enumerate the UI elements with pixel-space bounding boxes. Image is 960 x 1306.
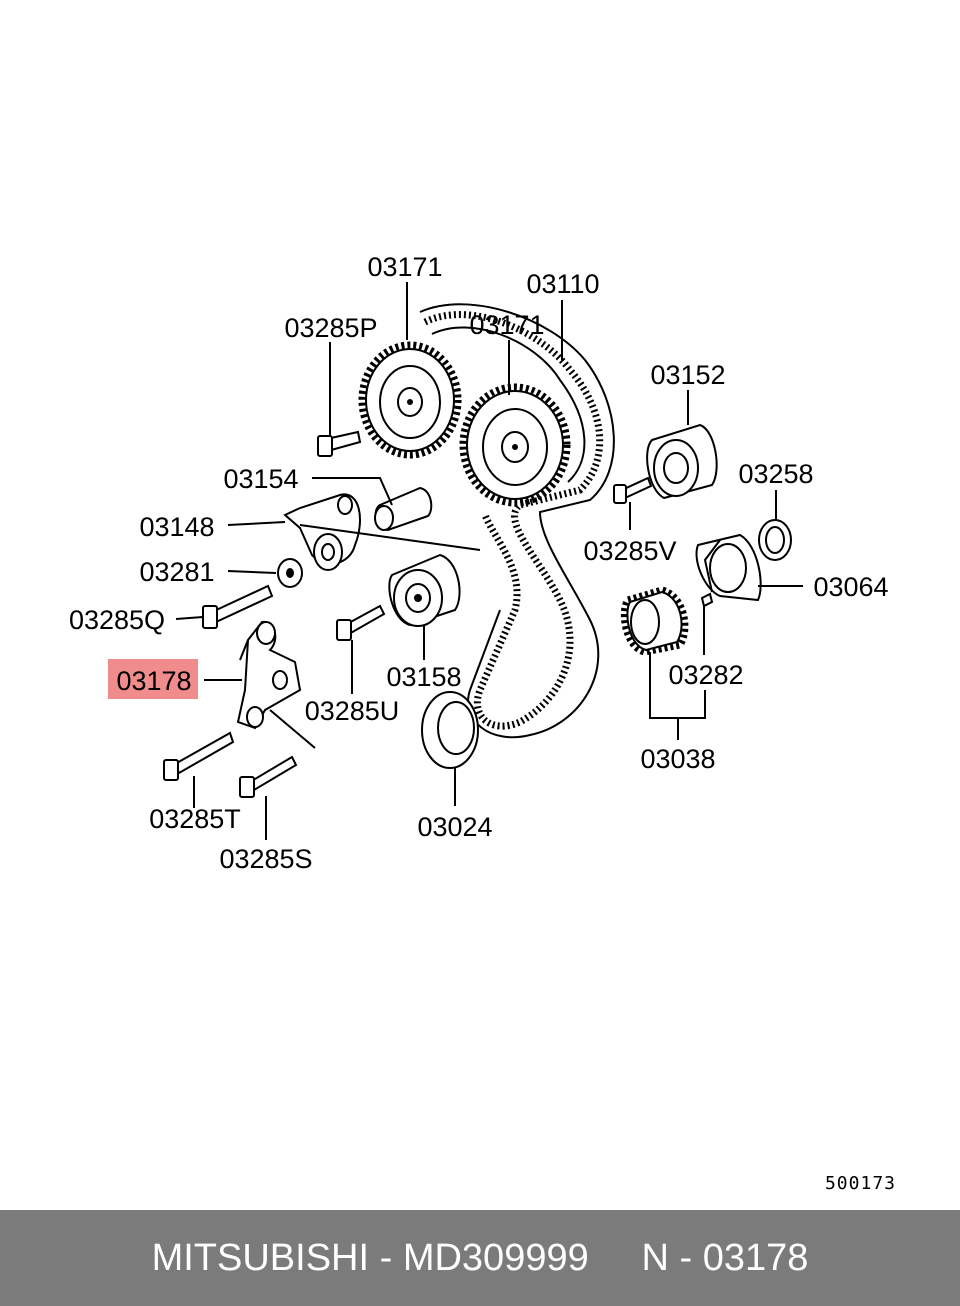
tensioner-bracket-03178: [236, 620, 316, 749]
label-03282[interactable]: 03282: [668, 660, 743, 690]
camshaft-sprocket-right: [459, 383, 571, 507]
footer-part-info: MITSUBISHI - MD309999 N - 03178: [151, 1236, 809, 1279]
bolt-03285s-icon: [239, 755, 298, 798]
label-03158[interactable]: 03158: [386, 662, 461, 692]
cover-plate-03024: [421, 691, 479, 769]
label-03281[interactable]: 03281: [139, 557, 214, 587]
woodruff-key-03282: [700, 592, 714, 608]
label-03285p[interactable]: 03285P: [284, 313, 377, 343]
bolt-03285q-icon: [202, 584, 274, 629]
label-03024[interactable]: 03024: [417, 812, 492, 842]
label-03171-left[interactable]: 03171: [367, 252, 442, 282]
bolt-03285p-icon: [317, 430, 362, 457]
bolt-03285v-icon: [613, 476, 653, 504]
label-03152[interactable]: 03152: [650, 360, 725, 390]
washer-03258: [758, 519, 792, 561]
tensioner-arm-03148: [283, 493, 481, 571]
footer-bar: MITSUBISHI - MD309999 N - 03178: [0, 1210, 960, 1306]
label-03110[interactable]: 03110: [526, 269, 599, 299]
part-labels: 03171 03110 03171 03285P 03152 03154 032…: [69, 252, 889, 874]
label-03258[interactable]: 03258: [738, 459, 813, 489]
diagram-reference-number: 500173: [825, 1173, 896, 1194]
bolt-03285u-icon: [336, 604, 386, 641]
label-03285v[interactable]: 03285V: [583, 536, 676, 566]
label-03154[interactable]: 03154: [223, 464, 298, 494]
label-03064[interactable]: 03064: [813, 572, 888, 602]
crank-flange-03064: [695, 533, 762, 602]
washer-03281: [277, 558, 303, 588]
bolt-03285t-icon: [163, 731, 235, 781]
highlight-box: [108, 659, 198, 699]
label-03171-right[interactable]: 03171: [469, 310, 544, 340]
label-03148[interactable]: 03148: [139, 512, 214, 542]
label-03285t[interactable]: 03285T: [149, 804, 241, 834]
parts-diagram: 03171 03110 03171 03285P 03152 03154 032…: [69, 252, 896, 1194]
crankshaft-sprocket-03038: [620, 586, 689, 656]
leader-lines: [175, 282, 803, 840]
label-03038[interactable]: 03038: [640, 744, 715, 774]
camshaft-sprocket-left: [358, 341, 462, 459]
label-03285s[interactable]: 03285S: [219, 844, 312, 874]
spacer-03154: [374, 486, 433, 532]
label-03285u[interactable]: 03285U: [305, 696, 400, 726]
label-03178[interactable]: 03178: [116, 666, 191, 696]
idler-pulley-03152: [646, 423, 718, 500]
tensioner-pulley-03158: [388, 553, 461, 627]
timing-belt-03110: [419, 303, 615, 739]
label-03285q[interactable]: 03285Q: [69, 605, 165, 635]
